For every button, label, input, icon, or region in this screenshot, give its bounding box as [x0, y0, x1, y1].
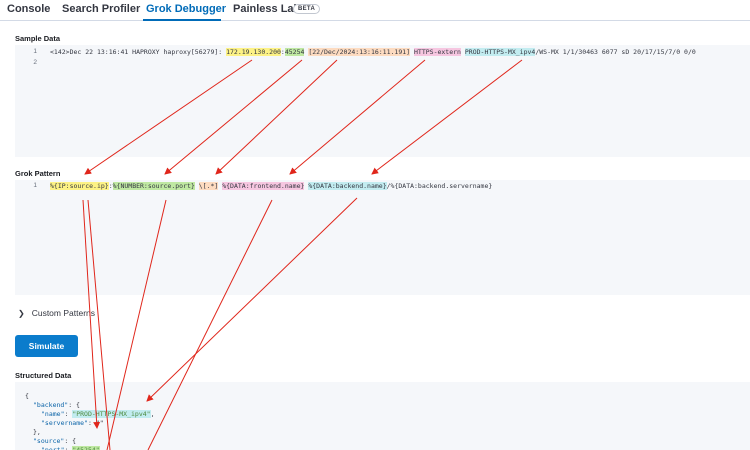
json-punct: },: [33, 428, 41, 436]
tab-grok-debugger[interactable]: Grok Debugger: [146, 3, 227, 15]
active-tab-indicator: [143, 19, 221, 21]
json-value: "PROD-HTTPS-MX_ipv4": [72, 410, 151, 418]
highlighted-token: %{DATA:frontend.name}: [222, 182, 305, 190]
json-line: "name": "PROD-HTTPS-MX_ipv4",: [41, 410, 155, 419]
json-line: {: [25, 392, 29, 401]
highlighted-token: %{DATA:backend.name}: [308, 182, 387, 190]
json-punct: : {: [68, 401, 80, 409]
highlighted-token: 172.19.130.200: [226, 48, 281, 56]
sample-data-editor[interactable]: 1 2 <142>Dec 22 13:16:41 HAPROXY haproxy…: [15, 45, 750, 157]
json-key: "backend": [33, 401, 69, 409]
line-number: 1: [33, 182, 37, 189]
highlighted-token: \[.*]: [198, 182, 219, 190]
chevron-right-icon: ❯: [18, 309, 25, 318]
json-key: "port": [41, 446, 65, 450]
sample-data-line: <142>Dec 22 13:16:41 HAPROXY haproxy[562…: [50, 47, 696, 57]
simulate-button[interactable]: Simulate: [15, 335, 78, 357]
grok-pattern-line: %{IP:source.ip}:%{NUMBER:source.port} \[…: [50, 181, 492, 191]
highlighted-token: [22/Dec/2024:13:16:11.191]: [308, 48, 411, 56]
tab-console[interactable]: Console: [7, 3, 51, 15]
json-line: },: [33, 428, 41, 437]
line-number: 2: [33, 59, 37, 66]
json-key: "source": [33, 437, 65, 445]
json-punct: {: [25, 392, 29, 400]
json-punct: : {: [64, 437, 77, 445]
json-line: "source": {: [33, 437, 76, 446]
tab-painless-lab[interactable]: Painless Lab: [233, 3, 301, 15]
grok-pattern-editor[interactable]: 1 %{IP:source.ip}:%{NUMBER:source.port} …: [15, 180, 750, 295]
tab-bar: Console Search Profiler Grok Debugger Pa…: [0, 0, 750, 21]
json-punct: : "": [87, 419, 104, 427]
highlighted-token: %{NUMBER:source.port}: [112, 182, 195, 190]
highlighted-token: 45254: [284, 48, 305, 56]
json-key: "name": [41, 410, 65, 418]
json-value: "45254": [72, 446, 100, 450]
structured-data-output: {"backend": {"name": "PROD-HTTPS-MX_ipv4…: [15, 382, 750, 450]
code-text: :: [280, 48, 285, 56]
structured-data-label: Structured Data: [15, 371, 72, 380]
custom-patterns-toggle[interactable]: ❯ Custom Patterns: [18, 308, 95, 318]
highlighted-token: %{IP:source.ip}: [50, 182, 109, 190]
grok-pattern-label: Grok Pattern: [15, 169, 61, 178]
json-key: "servername": [41, 419, 88, 427]
tab-search-profiler[interactable]: Search Profiler: [62, 3, 141, 15]
highlighted-token: HTTPS-extern: [414, 48, 461, 56]
line-number: 1: [33, 48, 37, 55]
json-line: "backend": {: [33, 401, 80, 410]
json-line: "port": "45254": [41, 446, 100, 450]
beta-badge: BETA: [293, 4, 321, 14]
code-text: <142>Dec 22 13:16:41 HAPROXY haproxy[562…: [50, 48, 227, 56]
code-text: :: [108, 182, 113, 190]
sample-data-label: Sample Data: [15, 34, 61, 43]
code-text: /WS-MX 1/1/30463 6077 sD 20/17/15/7/0 0/…: [535, 48, 696, 56]
json-line: "servername": "": [41, 419, 104, 428]
code-text: /%{DATA:backend.servername}: [386, 182, 493, 190]
json-punct: :: [64, 410, 73, 418]
json-punct: ,: [150, 410, 155, 418]
json-punct: :: [64, 446, 73, 450]
custom-patterns-label: Custom Patterns: [31, 308, 96, 318]
highlighted-token: PROD-HTTPS-MX_ipv4: [464, 48, 536, 56]
